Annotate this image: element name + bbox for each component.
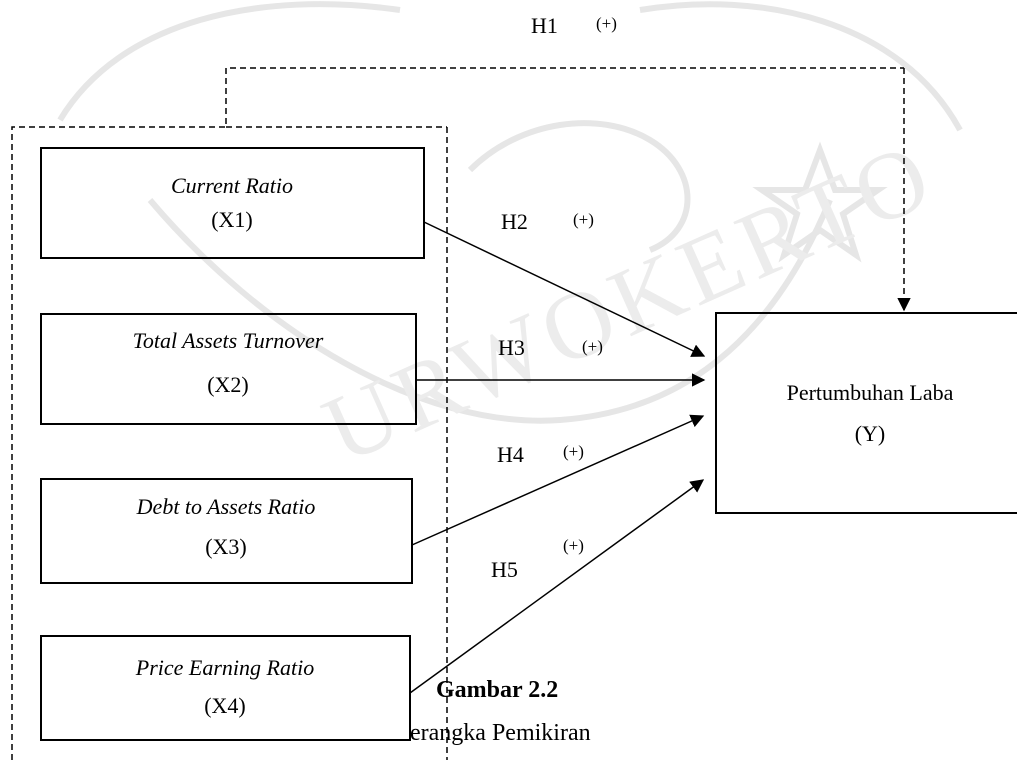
variable-x2-code: (X2) (207, 372, 249, 397)
hyp-h1-sign: (+) (596, 14, 617, 33)
caption-title: Gambar 2.2 (436, 677, 558, 703)
variable-x4-name: Price Earning Ratio (135, 655, 314, 680)
arrow-h4 (411, 414, 705, 546)
variable-box-x4: Price Earning Ratio (X4) (40, 635, 411, 741)
variable-x3-name: Debt to Assets Ratio (136, 494, 316, 519)
caption-subtitle: erangka Pemikiran (410, 720, 591, 746)
variable-x4-code: (X4) (204, 693, 246, 718)
hyp-h4-label: H4 (497, 442, 524, 467)
watermark-seal: URWOKERTO (57, 1, 963, 484)
hyp-h5-label: H5 (491, 557, 518, 582)
arrow-h2 (423, 221, 706, 357)
hyp-h3-sign: (+) (582, 337, 603, 356)
hyp-h3-label: H3 (498, 335, 525, 360)
variable-x3-code: (X3) (205, 534, 247, 559)
dependent-code: (Y) (855, 421, 886, 446)
hyp-h5-sign: (+) (563, 536, 584, 555)
watermark-text: URWOKERTO (308, 120, 949, 484)
hyp-h4-sign: (+) (563, 442, 584, 461)
hyp-h2-sign: (+) (573, 210, 594, 229)
variable-box-x3: Debt to Assets Ratio (X3) (40, 478, 413, 584)
variable-box-x1: Current Ratio (X1) (40, 147, 425, 259)
variable-x1-name: Current Ratio (171, 173, 293, 198)
hyp-h1-label: H1 (531, 13, 558, 38)
variable-box-x2: Total Assets Turnover (X2) (40, 313, 417, 425)
group-dashed-border (11, 67, 904, 760)
arrow-h5 (409, 479, 705, 694)
variable-x2-name: Total Assets Turnover (133, 328, 324, 353)
variable-x1-code: (X1) (211, 207, 253, 232)
dependent-name: Pertumbuhan Laba (787, 380, 954, 405)
dependent-box-y: Pertumbuhan Laba (Y) (715, 312, 1017, 514)
hyp-h2-label: H2 (501, 209, 528, 234)
